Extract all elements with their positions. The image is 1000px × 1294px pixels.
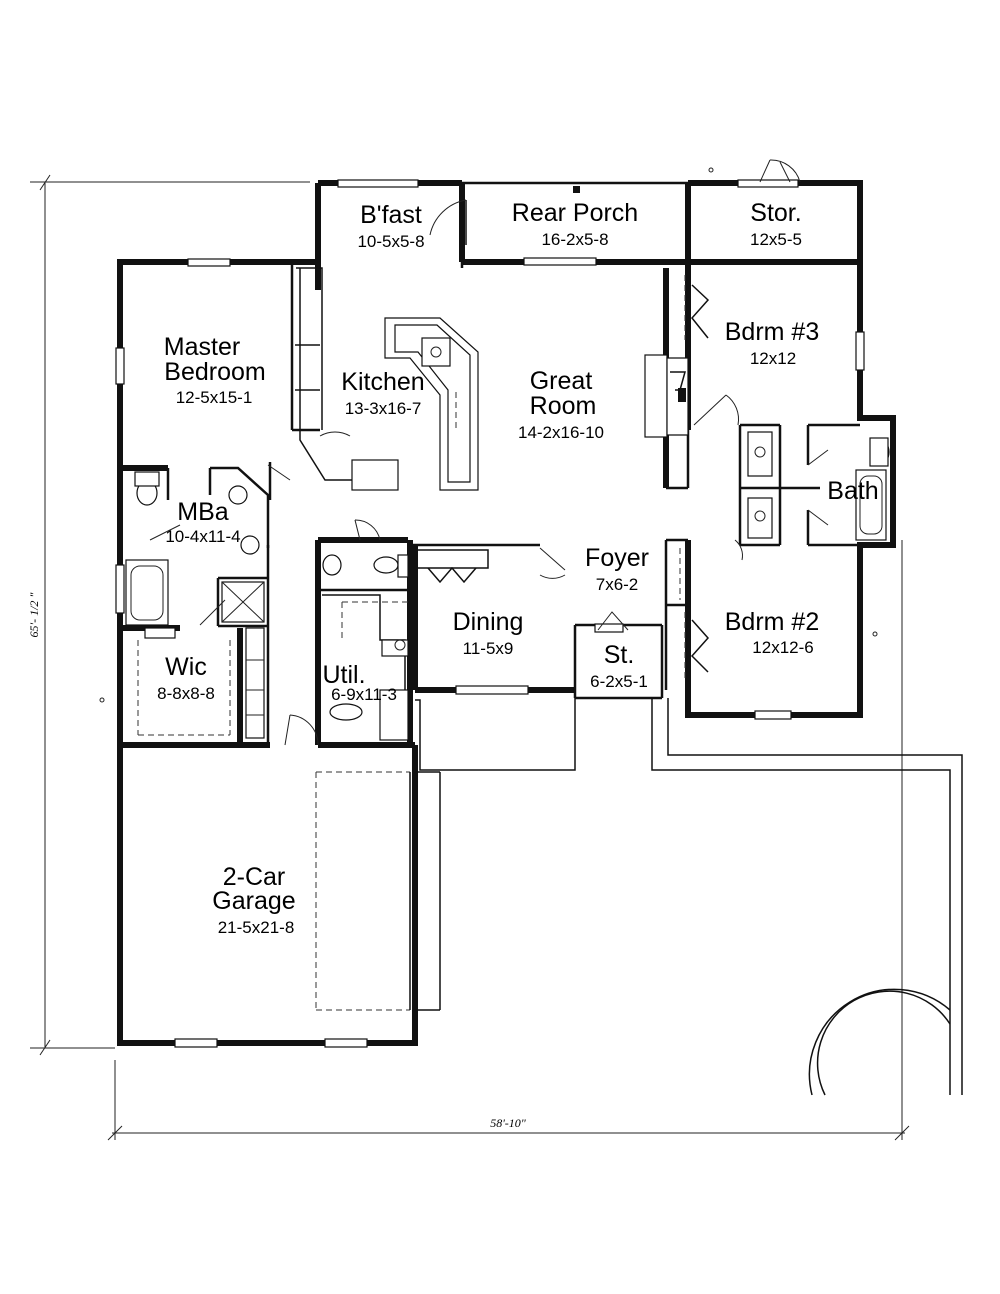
- bfast-name: B'fast: [360, 201, 422, 229]
- room-labels: B'fast 10-5x5-8 Rear Porch 16-2x5-8 Stor…: [157, 199, 879, 937]
- master-dims: 12-5x15-1: [176, 388, 253, 407]
- porch-details: [429, 159, 801, 245]
- windows: [115, 179, 865, 1048]
- foyer-dims: 7x6-2: [596, 575, 639, 594]
- bdrm3-dims: 12x12: [750, 349, 796, 368]
- rear-porch-dims: 16-2x5-8: [541, 230, 608, 249]
- foyer-name: Foyer: [585, 544, 649, 572]
- wic-name: Wic: [165, 653, 207, 681]
- kitchen-fixtures: [295, 267, 479, 491]
- overall-depth-label: 65'- 1/2 ": [27, 592, 41, 638]
- dining-name: Dining: [453, 608, 524, 636]
- mba-name: MBa: [177, 498, 229, 526]
- util-dims: 6-9x11-3: [331, 685, 397, 704]
- master-name-1: Master: [164, 333, 240, 361]
- bdrm3-name: Bdrm #3: [725, 318, 819, 346]
- dimension-lines: [30, 174, 910, 1141]
- garage-name-1: 2-Car: [223, 863, 286, 891]
- st-dims: 6-2x5-1: [590, 672, 648, 691]
- stor-dims: 12x5-5: [750, 230, 802, 249]
- dining-dims: 11-5x9: [463, 639, 514, 658]
- bdrm2-dims: 12x12-6: [752, 638, 813, 657]
- dining-foyer-details: [418, 539, 743, 633]
- rear-porch-name: Rear Porch: [512, 199, 638, 227]
- wic-dims: 8-8x8-8: [157, 684, 215, 703]
- stor-name: Stor.: [750, 199, 801, 227]
- utility-details: [284, 519, 409, 746]
- garage-name-2: Garage: [212, 887, 295, 915]
- master-name-2: Bedroom: [164, 358, 265, 386]
- garage-dims: 21-5x21-8: [218, 918, 295, 937]
- master-bath-fixtures: [125, 464, 291, 626]
- overall-width-label: 58'-10": [490, 1116, 527, 1130]
- fireplace: [644, 354, 739, 438]
- interior-walls: [120, 262, 860, 748]
- st-name: St.: [604, 641, 635, 669]
- great-room-name-1: Great: [530, 367, 593, 395]
- util-name: Util.: [322, 661, 365, 689]
- mba-dims: 10-4x11-4: [165, 527, 240, 546]
- great-room-dims: 14-2x16-10: [518, 423, 604, 442]
- bdrm2-name: Bdrm #2: [725, 608, 819, 636]
- bath-name: Bath: [827, 477, 878, 505]
- great-room-name-2: Room: [530, 392, 597, 420]
- bdrm2-closet: [99, 548, 878, 703]
- kitchen-name: Kitchen: [341, 368, 424, 396]
- bdrm3-closet: [684, 275, 710, 340]
- bfast-dims: 10-5x5-8: [357, 232, 424, 251]
- wic-details: [137, 627, 265, 739]
- bath-fixtures: [747, 431, 890, 541]
- garage-driveway: [315, 698, 963, 1096]
- kitchen-dims: 13-3x16-7: [345, 399, 422, 418]
